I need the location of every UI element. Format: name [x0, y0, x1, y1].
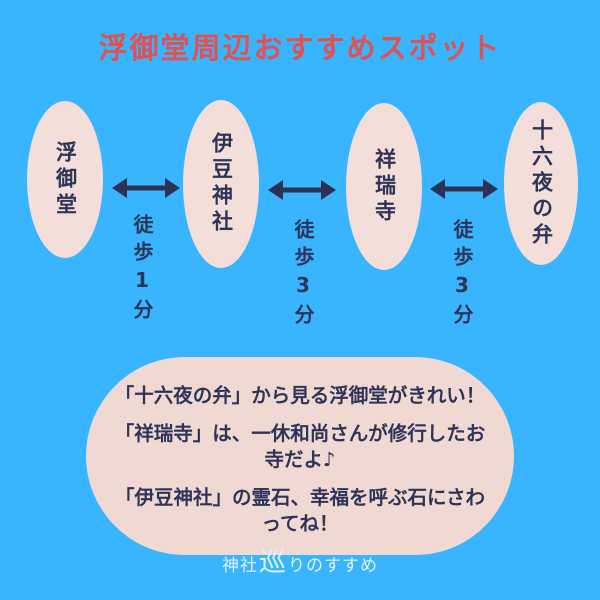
tip-text: 「伊豆神社」の霊石、幸福を呼ぶ石にさわってね！ — [114, 485, 486, 535]
spot-label: 十六夜の弁 — [529, 118, 554, 249]
walk-time-label: 徒歩3分 — [450, 219, 474, 331]
watermark-prefix: 神社 — [222, 556, 258, 576]
tip-text: 「十六夜の弁」から見る浮御堂がきれい！ — [114, 384, 486, 407]
tip-text: 「祥瑞寺」は、一休和尚さんが修行したお寺だよ♪ — [114, 421, 486, 471]
page-title: 浮御堂周辺おすすめスポット — [98, 31, 502, 65]
spot-ellipse-izu-jinja: 伊豆神社 — [183, 100, 259, 268]
spot-ellipse-ukimido: 浮御堂 — [27, 101, 103, 258]
watermark-swirl-emblem: 巡 — [259, 547, 287, 578]
spot-label: 伊豆神社 — [209, 132, 234, 236]
double-arrow-icon — [430, 177, 498, 201]
tips-panel: 「十六夜の弁」から見る浮御堂がきれい！ 「祥瑞寺」は、一休和尚さんが修行したお寺… — [86, 357, 514, 555]
site-watermark: 神社 巡 りのすすめ — [0, 549, 600, 576]
walk-time-label: 徒歩3分 — [291, 219, 315, 331]
spot-ellipse-shozuiji: 祥瑞寺 — [346, 103, 422, 270]
spot-ellipse-izayoi-no-ben: 十六夜の弁 — [504, 102, 578, 265]
double-arrow-icon — [112, 176, 180, 200]
double-arrow-icon — [268, 178, 336, 202]
spot-label: 浮御堂 — [53, 140, 78, 219]
walk-time-label: 徒歩1分 — [130, 214, 154, 326]
spot-label: 祥瑞寺 — [372, 147, 397, 226]
watermark-suffix: りのすすめ — [288, 556, 378, 576]
